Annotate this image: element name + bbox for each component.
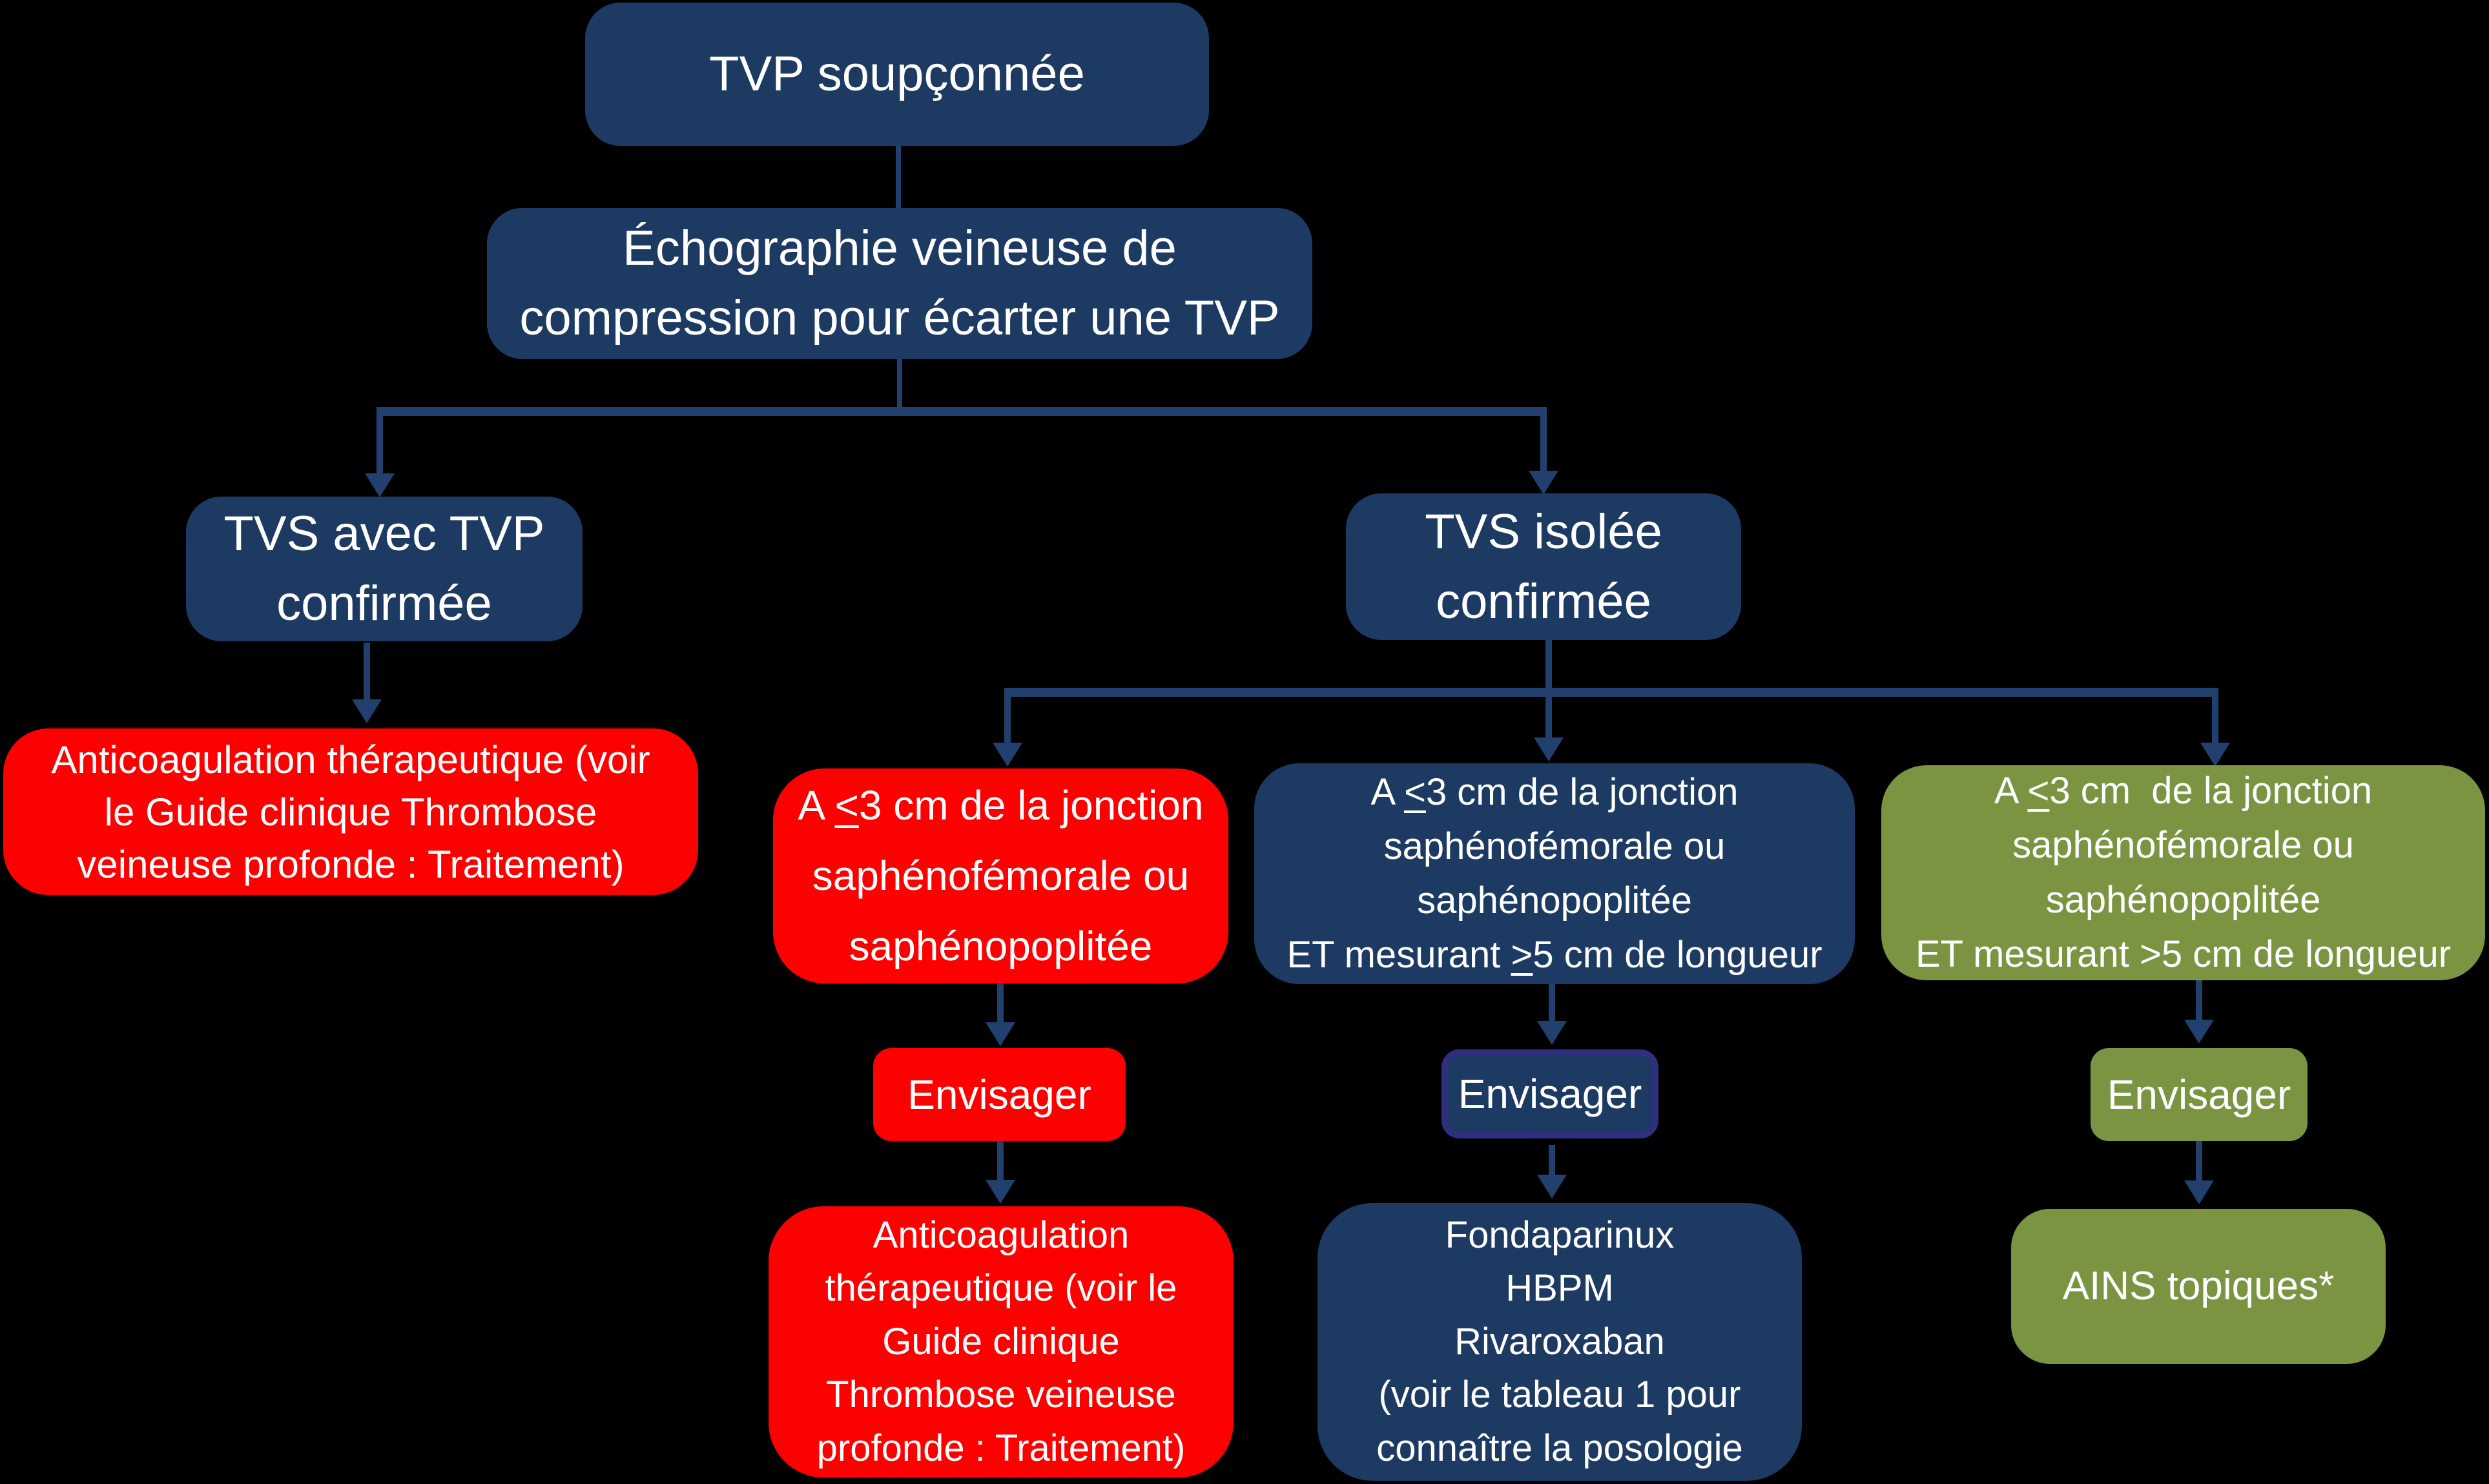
node-envisager-navy: Envisager: [1441, 1049, 1658, 1139]
connector-condition-green-to-consider: [2196, 980, 2202, 1020]
connector-tvs-with-tvp-to-anticoagulation: [364, 643, 370, 699]
arrowhead-to-consider-green: [2184, 1020, 2214, 1044]
connector-consider-green-to-outcome: [2196, 1141, 2202, 1180]
connector-split2-bar: [1004, 688, 2218, 697]
arrowhead-to-consider-red: [986, 1022, 1015, 1046]
connector-consider-red-to-outcome: [997, 1141, 1004, 1180]
connector-ultrasound-to-split: [897, 359, 902, 411]
connector-split1-left-line: [377, 407, 383, 474]
node-ains-topiques: AINS topiques*: [2011, 1209, 2386, 1364]
connector-split2-right-line: [2212, 688, 2218, 743]
arrowhead-to-condition-green: [2200, 743, 2230, 767]
connector-split1-right-line: [1540, 407, 1547, 471]
node-envisager-red: Envisager: [873, 1048, 1126, 1141]
connector-consider-navy-to-outcome: [1549, 1145, 1555, 1175]
connector-condition-red-to-consider: [997, 984, 1004, 1022]
node-tvp-suspected-label: TVP soupçonnée: [709, 46, 1085, 102]
arrowhead-to-consider-navy: [1537, 1021, 1567, 1045]
node-envisager-red-label: Envisager: [907, 1071, 1091, 1118]
node-ains-topiques-label: AINS topiques*: [2062, 1263, 2335, 1308]
node-tvp-suspected: TVP soupçonnée: [585, 3, 1209, 146]
arrowhead-to-drugs: [1537, 1175, 1567, 1199]
arrowhead-to-anticoagulation-tvs: [986, 1180, 1015, 1204]
connector-root-to-ultrasound: [896, 146, 901, 208]
node-envisager-navy-label: Envisager: [1458, 1070, 1642, 1117]
arrowhead-to-tvs-isolated: [1529, 471, 1558, 495]
connector-split2-left-line: [1004, 688, 1011, 743]
connector-split1-bar: [377, 407, 1547, 416]
connector-condition-navy-to-consider: [1549, 984, 1555, 1021]
arrowhead-to-topical-nsaids: [2184, 1180, 2214, 1204]
arrowhead-to-anticoagulation-tvp: [352, 699, 382, 723]
arrowhead-to-tvs-with-tvp: [365, 473, 395, 497]
node-envisager-green-label: Envisager: [2107, 1071, 2291, 1118]
arrowhead-to-condition-red: [993, 743, 1022, 767]
arrowhead-to-condition-navy: [1534, 737, 1564, 761]
node-envisager-green: Envisager: [2091, 1048, 2308, 1141]
